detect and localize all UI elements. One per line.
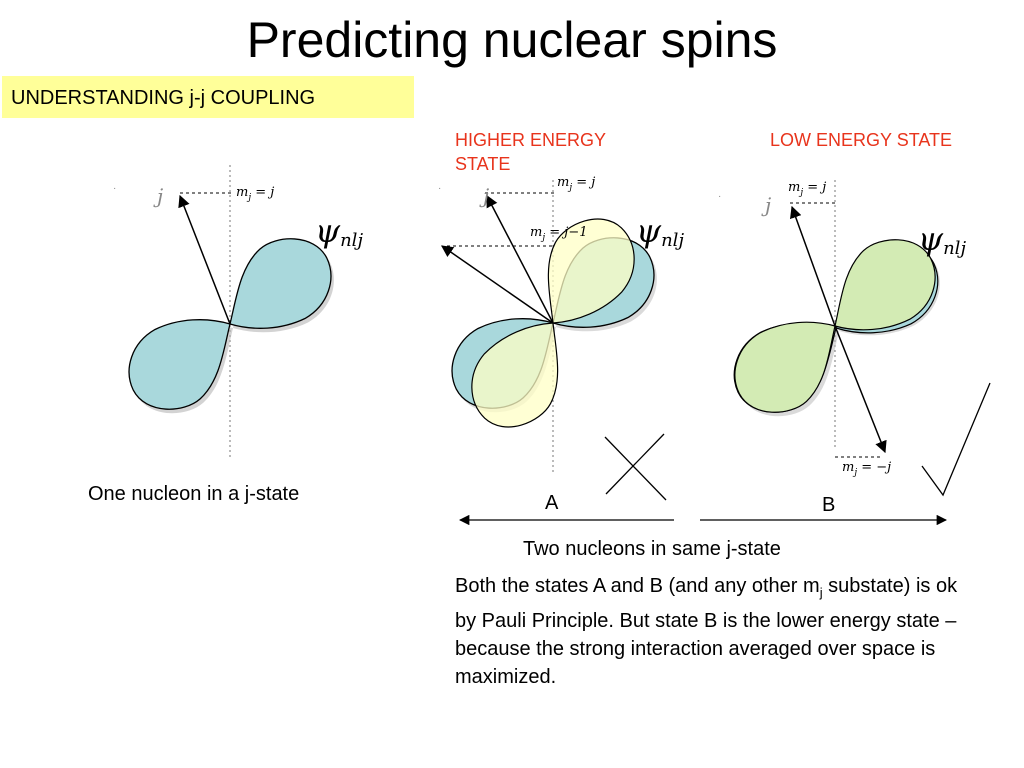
svg-text:ψnlj: ψnlj (315, 212, 363, 251)
psi-label: ψ (918, 220, 944, 258)
two-nucleons-caption: Two nucleons in same j-state (523, 538, 781, 560)
j-label: j (153, 184, 163, 208)
state-a-label: A (545, 492, 559, 514)
higher-energy-label: HIGHER ENERGY STATE (455, 130, 606, 174)
one-nucleon-caption: One nucleon in a j-state (88, 483, 300, 505)
svg-text:·: · (438, 183, 441, 194)
j-label: j (761, 193, 771, 217)
svg-text:mj = −j: mj = −j (842, 460, 891, 478)
svg-text:mj = j: mj = j (788, 180, 826, 198)
svg-text:·: · (718, 191, 721, 202)
low-energy-label: LOW ENERGY STATE (770, 130, 953, 150)
spin-vector-arrow-up (790, 205, 836, 327)
svg-text:ψnlj: ψnlj (636, 212, 684, 251)
state-b-label: B (822, 494, 836, 516)
state-b-diagram: j · mj = j mj = −j ψnlj (718, 180, 991, 497)
page-title: Predicting nuclear spins (246, 12, 778, 68)
explanation-paragraph: Both the states A and B (and any other m… (455, 575, 958, 688)
spin-vector-arrow-j (486, 194, 554, 324)
single-nucleon-diagram: j · mj = j ψnlj (113, 165, 363, 460)
svg-text:ψnlj: ψnlj (918, 220, 966, 259)
spin-vector-arrow-down (834, 325, 887, 454)
psi-label: ψ (315, 212, 341, 250)
section-badge: UNDERSTANDING j-j COUPLING (2, 76, 414, 118)
check-mark (921, 382, 991, 497)
svg-text:·: · (113, 183, 116, 194)
spin-vector-arrow (178, 194, 231, 325)
spin-vector-arrow-j-minus-1 (441, 245, 554, 324)
svg-text:mj = j: mj = j (236, 185, 274, 203)
cross-mark (604, 436, 667, 501)
svg-text:mj = j: mj = j (557, 175, 595, 193)
psi-label: ψ (636, 212, 662, 250)
svg-text:mj = j−1: mj = j−1 (530, 225, 587, 243)
j-label: j (479, 184, 489, 208)
state-a-diagram: j · mj = j mj = j−1 ψnlj (438, 175, 684, 501)
